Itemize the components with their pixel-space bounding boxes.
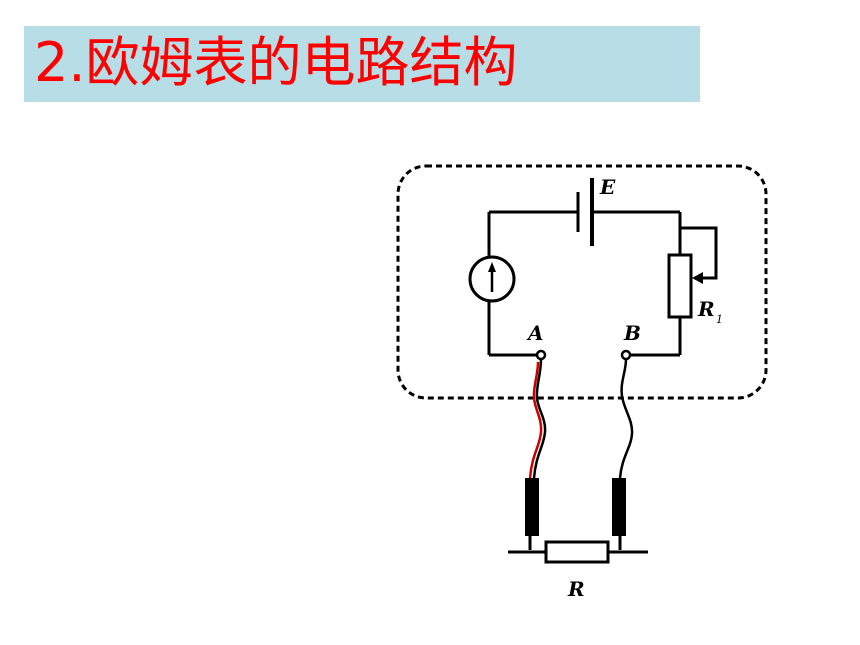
battery-icon [576, 178, 594, 246]
external-resistor-label: R [567, 577, 585, 601]
terminal-b [620, 349, 632, 361]
probe-lead-a [528, 358, 547, 479]
meter-housing-outline [396, 164, 768, 400]
probe-lead-b [618, 358, 634, 479]
rheostat-label: R [697, 297, 715, 321]
external-resistor-icon [508, 540, 648, 564]
terminal-b-label: B [623, 321, 641, 345]
galvanometer-icon [468, 255, 516, 303]
rheostat-subscript: 1 [716, 313, 723, 326]
terminal-a [535, 349, 547, 361]
title-bar: 2.欧姆表的电路结构 [24, 26, 700, 102]
probe-handle-a [525, 478, 539, 536]
circuit-wires [487, 210, 682, 357]
page-title: 2.欧姆表的电路结构 [34, 31, 518, 94]
probe-handle-b [612, 478, 626, 536]
battery-label: E [599, 175, 616, 199]
terminal-a-label: A [526, 321, 544, 345]
rheostat-icon [667, 226, 718, 319]
